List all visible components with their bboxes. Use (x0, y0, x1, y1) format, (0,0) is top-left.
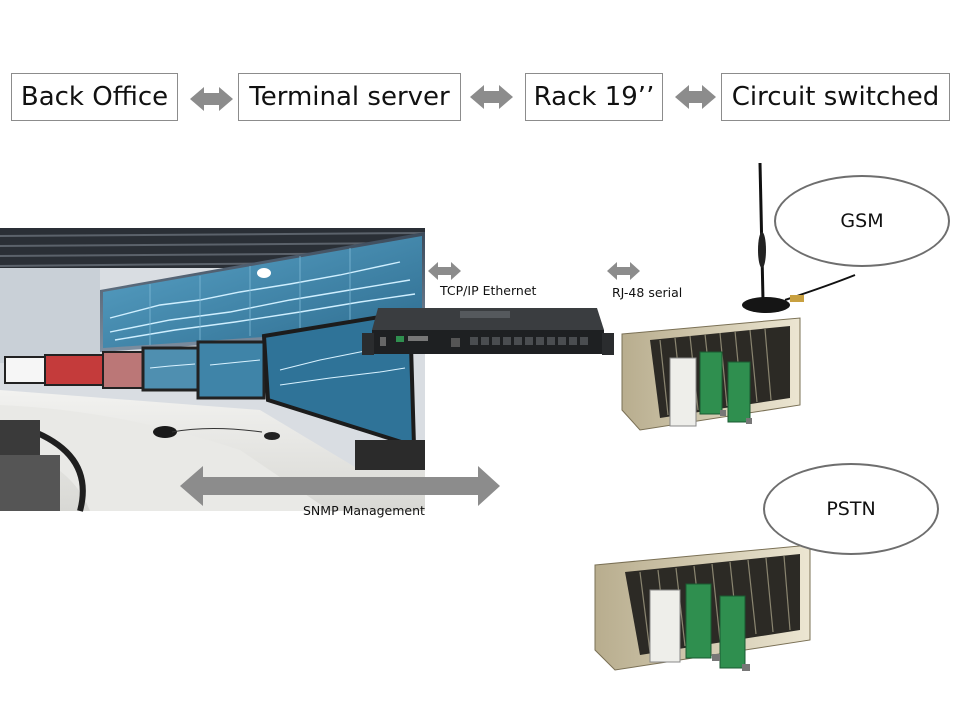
circuit-switched-label: Circuit switched (731, 82, 940, 112)
double-arrow-icon (470, 85, 513, 109)
rack-photo (594, 544, 811, 671)
terminal-server-box: Terminal server (238, 73, 461, 121)
pstn-label: PSTN (826, 498, 876, 520)
circuit-switched-box: Circuit switched (721, 73, 950, 121)
pstn-ellipse: PSTN (763, 463, 939, 555)
gsm-label: GSM (840, 210, 884, 232)
double-arrow-icon (607, 262, 640, 280)
terminal-server-label: Terminal server (249, 82, 450, 112)
rack-label: Rack 19’’ (533, 82, 655, 112)
double-arrow-icon (428, 262, 461, 280)
control-room-photo (0, 228, 426, 512)
double-arrow-icon (190, 87, 233, 111)
tcp-ip-label: TCP/IP Ethernet (440, 283, 537, 298)
snmp-label: SNMP Management (303, 503, 425, 518)
gsm-ellipse: GSM (774, 175, 950, 267)
rack-box: Rack 19’’ (525, 73, 663, 121)
back-office-label: Back Office (20, 82, 169, 112)
snmp-double-arrow-icon (180, 466, 500, 506)
back-office-box: Back Office (11, 73, 178, 121)
rack-with-gsm-antenna-photo (621, 162, 856, 431)
rj48-label: RJ-48 serial (612, 285, 683, 300)
double-arrow-icon (675, 85, 716, 109)
terminal-server-photo (362, 308, 614, 355)
